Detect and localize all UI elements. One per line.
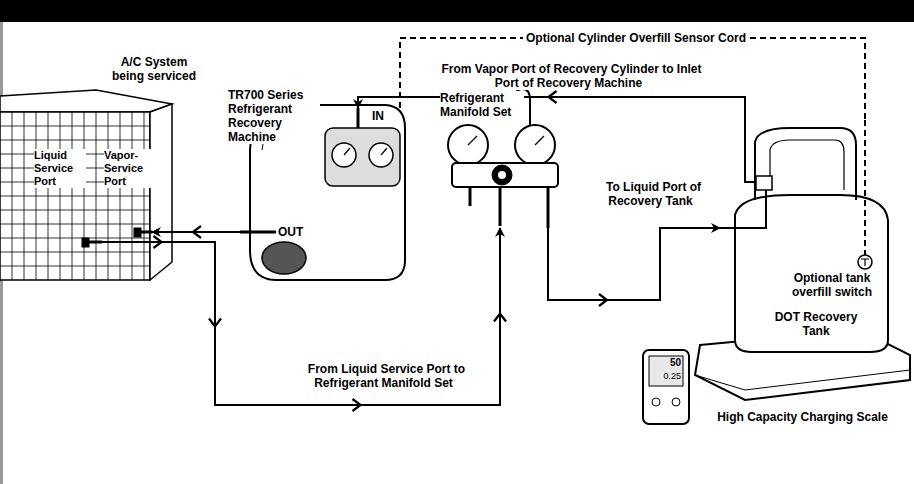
node-label: Liquid Service Port — [34, 149, 86, 188]
port-label: IN — [372, 109, 396, 123]
flow-chevron — [193, 226, 201, 238]
title-bar — [0, 0, 914, 22]
connector-label: From Vapor Port of Recovery Cylinder to … — [430, 62, 710, 90]
recovery-machine: TR700 Series Refrigerant Recovery Machin… — [240, 108, 405, 280]
ac-unit: A/C System being servicedLiquid Service … — [0, 52, 200, 287]
charging-scale: High Capacity Charging Scale — [695, 340, 910, 430]
node-label: Refrigerant Manifold Set — [440, 91, 524, 119]
tank-drawing — [720, 120, 888, 352]
node-label: A/C System being serviced — [106, 55, 202, 83]
node-label: DOT Recovery Tank — [768, 310, 864, 338]
flow-chevron — [353, 399, 361, 411]
node-label: Vapor-Service Port — [104, 149, 152, 188]
switch-label: Optional tank overfill switch — [782, 271, 882, 299]
connector-label: Optional Cylinder Overfill Sensor Cord — [496, 31, 776, 45]
manifold-set: Refrigerant Manifold Set — [440, 88, 555, 228]
hose-line — [102, 228, 500, 405]
node-label: TR700 Series Refrigerant Recovery Machin… — [228, 88, 320, 144]
label-patch: From Vapor Port of Recovery Cylinder to … — [438, 62, 701, 90]
hose-line — [152, 231, 240, 233]
service-port: Vapor-Service Port — [104, 145, 152, 237]
label-patch: Optional Cylinder Overfill Sensor Cord — [523, 31, 749, 45]
sensor-cord — [400, 38, 865, 120]
recovery-tank: DOT Recovery Tank — [720, 120, 895, 352]
hose-line — [548, 228, 720, 300]
flow-chevron — [209, 319, 221, 327]
connector-label: From Liquid Service Port to Refrigerant … — [285, 362, 485, 390]
label-patch: From Liquid Service Port to Refrigerant … — [305, 362, 465, 390]
flow-chevron — [494, 314, 506, 322]
label-patch: To Liquid Port of Recovery Tank — [603, 180, 701, 208]
scale-reading: 0.25 — [651, 371, 681, 382]
flow-chevron — [154, 236, 162, 248]
scale-reading: 50 — [651, 357, 681, 369]
ac-unit-drawing — [0, 90, 172, 280]
service-port: Liquid Service Port — [32, 145, 102, 245]
node-label: High Capacity Charging Scale — [695, 410, 910, 424]
flow-chevron — [549, 91, 557, 103]
connector-label: To Liquid Port of Recovery Tank — [592, 180, 712, 208]
flow-chevron — [599, 294, 607, 306]
port-label: OUT — [278, 225, 312, 239]
